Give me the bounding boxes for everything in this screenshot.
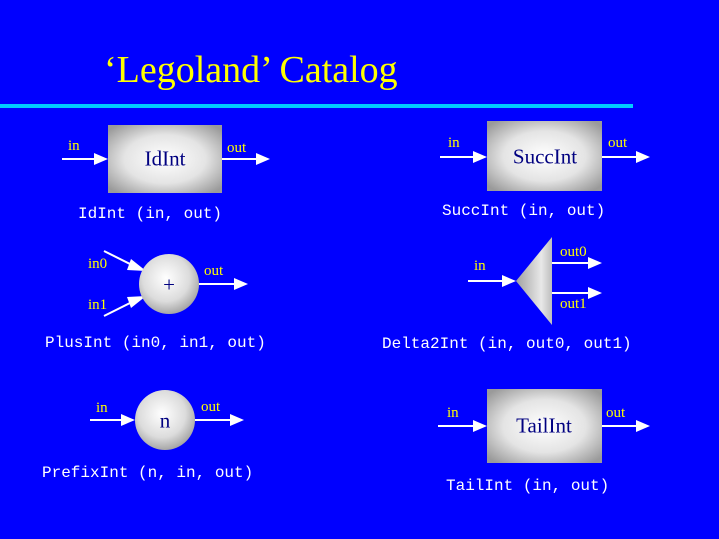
prefixint-out-label: out (201, 399, 221, 415)
plusint-circle-label: + (163, 272, 175, 297)
idint-box-label: IdInt (144, 146, 186, 171)
delta2int-triangle (516, 237, 552, 325)
prefixint-signature: PrefixInt (n, in, out) (42, 464, 254, 482)
delta2int-out0-label: out0 (560, 244, 587, 260)
plusint-in0-arrowhead (127, 259, 146, 271)
idint-in-arrowhead (94, 153, 108, 165)
plusint-out-label: out (204, 263, 224, 279)
succint-component (440, 121, 650, 191)
title-rule (0, 104, 633, 108)
idint-out-label: out (227, 140, 247, 156)
prefixint-circle-label: n (159, 408, 171, 433)
plusint-in1-arrowhead (127, 296, 146, 308)
delta2int-signature: Delta2Int (in, out0, out1) (382, 335, 632, 353)
plusint-component (103, 250, 248, 317)
plusint-out-arrowhead (234, 278, 248, 290)
tailint-box-label: TailInt (516, 413, 572, 438)
plusint-signature: PlusInt (in0, in1, out) (45, 334, 266, 352)
tailint-component (438, 389, 650, 463)
succint-out-label: out (608, 135, 628, 151)
prefixint-in-label: in (96, 400, 108, 416)
delta2int-out1-label: out1 (560, 296, 587, 312)
idint-in-label: in (68, 138, 80, 154)
slide-title: ‘Legoland’ Catalog (104, 49, 398, 91)
prefixint-in-arrowhead (121, 414, 135, 426)
plusint-in1-wire (103, 300, 135, 317)
tailint-in-arrowhead (473, 420, 487, 432)
succint-out-arrowhead (636, 151, 650, 163)
idint-component (62, 125, 270, 193)
plusint-in0-wire (103, 250, 135, 267)
delta2int-component (468, 237, 602, 325)
delta2int-out1-arrowhead (588, 287, 602, 299)
delta2int-out0-arrowhead (588, 257, 602, 269)
plusint-in0-label: in0 (88, 256, 108, 272)
succint-box-label: SuccInt (512, 144, 578, 169)
prefixint-out-arrowhead (230, 414, 244, 426)
delta2int-in-label: in (474, 258, 486, 274)
idint-signature: IdInt (in, out) (78, 205, 223, 223)
tailint-out-arrowhead (636, 420, 650, 432)
plusint-in1-label: in1 (88, 297, 108, 313)
delta2int-in-arrowhead (502, 275, 516, 287)
plusint-circle (139, 254, 199, 314)
tailint-box (487, 389, 602, 463)
succint-in-label: in (448, 135, 460, 151)
succint-signature: SuccInt (in, out) (442, 202, 606, 220)
prefixint-circle (135, 390, 195, 450)
tailint-in-label: in (447, 405, 459, 421)
succint-box (487, 121, 602, 191)
prefixint-component (90, 390, 244, 450)
tailint-out-label: out (606, 405, 626, 421)
idint-out-arrowhead (256, 153, 270, 165)
succint-in-arrowhead (473, 151, 487, 163)
idint-box (108, 125, 222, 193)
tailint-signature: TailInt (in, out) (446, 477, 610, 495)
